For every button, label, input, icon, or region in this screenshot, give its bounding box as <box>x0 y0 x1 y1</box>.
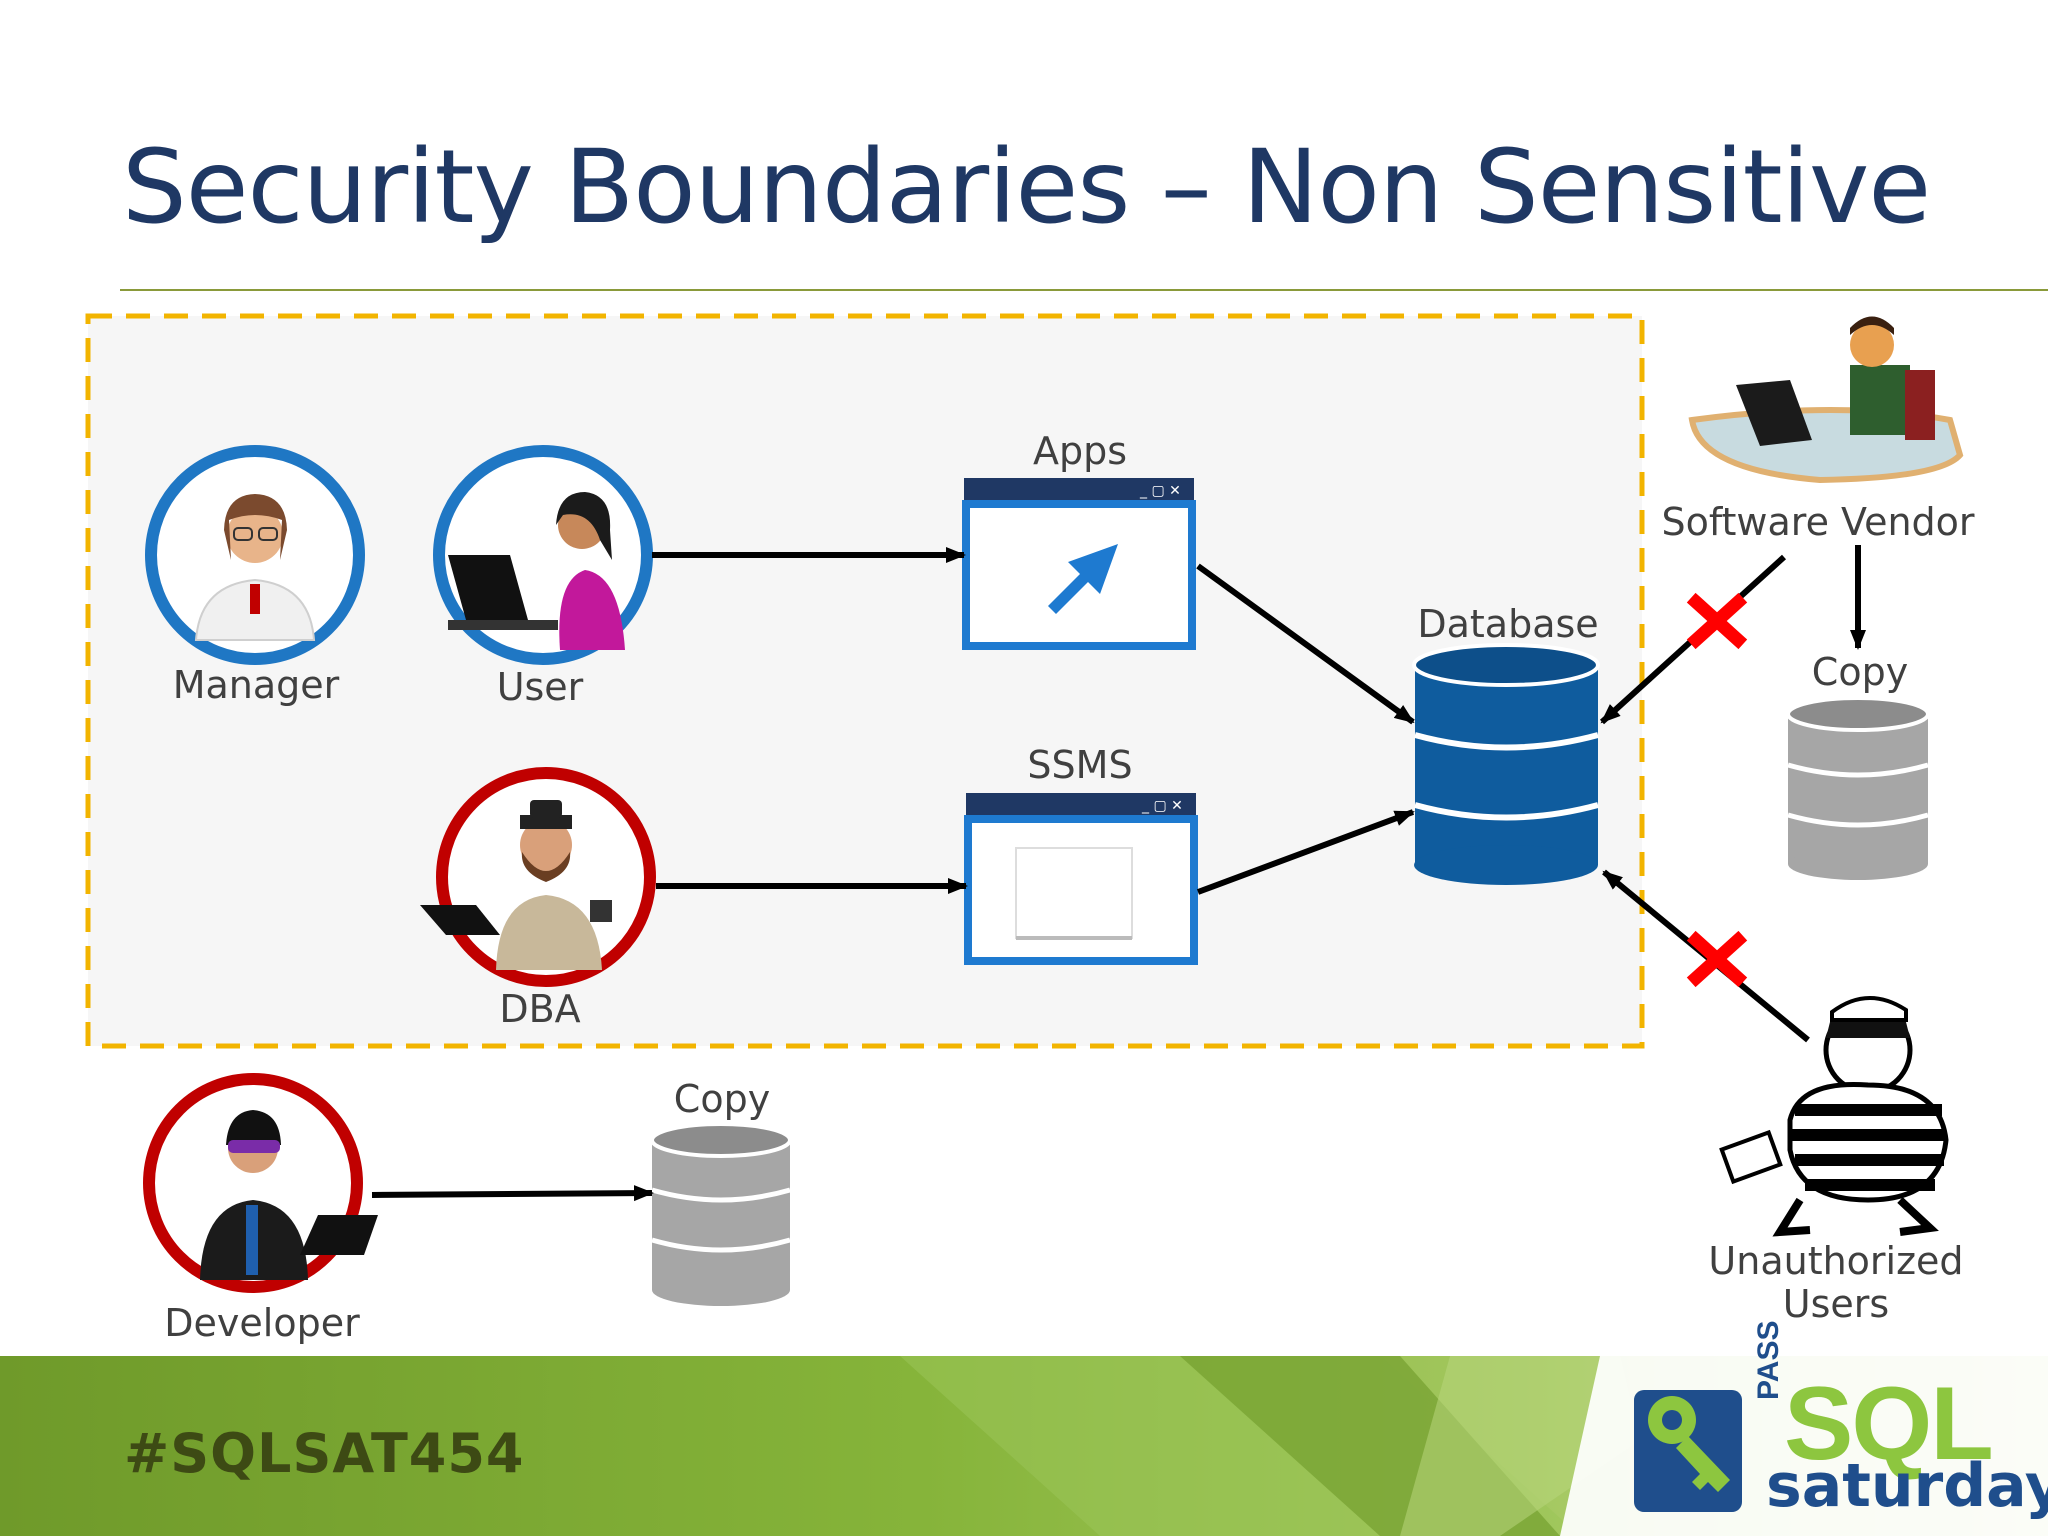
arrows <box>371 545 1866 1202</box>
manager-label: Manager <box>172 663 340 707</box>
logo-saturday-text: saturday <box>1766 1451 2048 1521</box>
slide-title: Security Boundaries – Non Sensitive <box>122 128 1931 247</box>
developer-label: Developer <box>164 1301 360 1345</box>
apps-label: Apps <box>1032 429 1128 473</box>
arrow-apps-to-database <box>1196 563 1415 725</box>
logo-sql-text: SQL <box>1784 1366 1994 1482</box>
ssms-label: SSMS <box>1027 743 1133 787</box>
arrow-ssms-to-database <box>1196 809 1415 895</box>
database-label: Database <box>1417 602 1599 646</box>
denied-cross-icon <box>1686 592 1748 650</box>
svg-text:_ ▢ ✕: _ ▢ ✕ <box>1141 798 1183 814</box>
logo-pass-text: PASS <box>1752 1320 1785 1400</box>
apps-window: _ ▢ ✕ <box>962 478 1196 650</box>
unauthorized-user-illustration <box>1719 996 1949 1237</box>
developer-avatar <box>143 1073 378 1293</box>
developer-copy-label: Copy <box>673 1077 771 1121</box>
denied-cross-icon <box>1686 930 1748 988</box>
security-boundary <box>85 313 1645 1049</box>
vendor-copy-database <box>1786 696 1930 880</box>
ssms-window: _ ▢ ✕ <box>964 793 1198 965</box>
event-hashtag: #SQLSAT454 <box>124 1422 525 1485</box>
software-vendor-illustration <box>1688 316 1964 484</box>
dba-avatar <box>420 767 656 987</box>
manager-avatar <box>145 445 365 665</box>
user-avatar <box>433 445 653 665</box>
svg-text:_ ▢ ✕: _ ▢ ✕ <box>1139 483 1181 499</box>
database-cylinder <box>1412 643 1600 885</box>
unauthorized-line-1: Unauthorized <box>1708 1239 1964 1283</box>
vendor-copy-label: Copy <box>1811 650 1909 694</box>
unauthorized-users-label: Unauthorized Users <box>1708 1240 1963 1326</box>
unauthorized-line-2: Users <box>1782 1282 1890 1326</box>
arrow-developer-to-copy <box>371 1185 654 1202</box>
dba-label: DBA <box>499 987 581 1031</box>
software-vendor-label: Software Vendor <box>1661 500 1975 544</box>
user-label: User <box>496 665 584 709</box>
developer-copy-database <box>650 1122 792 1306</box>
sqlsaturday-logo-mark <box>1634 1390 1742 1512</box>
